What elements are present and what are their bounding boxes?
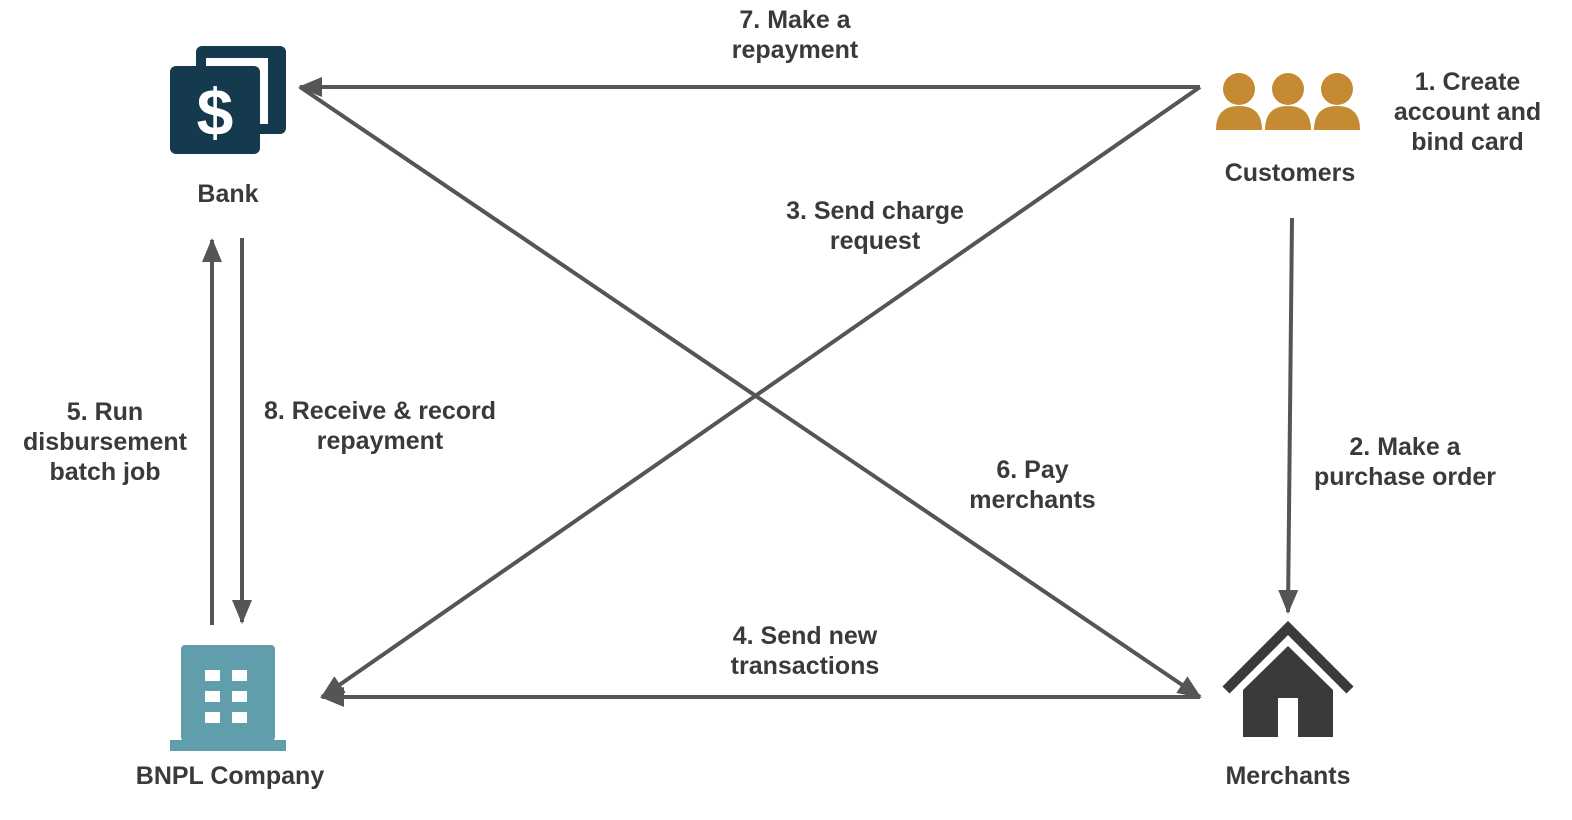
bank-label: Bank: [197, 180, 259, 208]
merchants-label: Merchants: [1225, 762, 1351, 790]
step-2-label: 2. Make a purchase order: [1313, 433, 1496, 491]
step-6-label: 6. Pay merchants: [969, 456, 1096, 514]
bank-icon: $: [170, 46, 286, 154]
step-8-label: 8. Receive & record repayment: [263, 397, 497, 455]
bnpl-label: BNPL Company: [135, 762, 325, 790]
step-7-label: 7. Make a repayment: [731, 6, 859, 64]
step-4-label: 4. Send new transactions: [730, 622, 880, 680]
building-icon: [170, 645, 286, 751]
step-1-label: 1. Create account and bind card: [1393, 68, 1542, 156]
customers-icon: [1216, 73, 1360, 130]
arrow-purchase-order: [1278, 217, 1299, 614]
arrow-send-charge-request: [320, 85, 1202, 699]
house-icon: [1222, 620, 1354, 737]
arrow-pay-merchants: [298, 85, 1202, 699]
step-3-label: 3. Send charge request: [786, 197, 964, 255]
customers-label: Customers: [1224, 159, 1356, 187]
step-5-label: 5. Run disbursement batch job: [23, 398, 187, 486]
svg-text:$: $: [197, 75, 234, 149]
